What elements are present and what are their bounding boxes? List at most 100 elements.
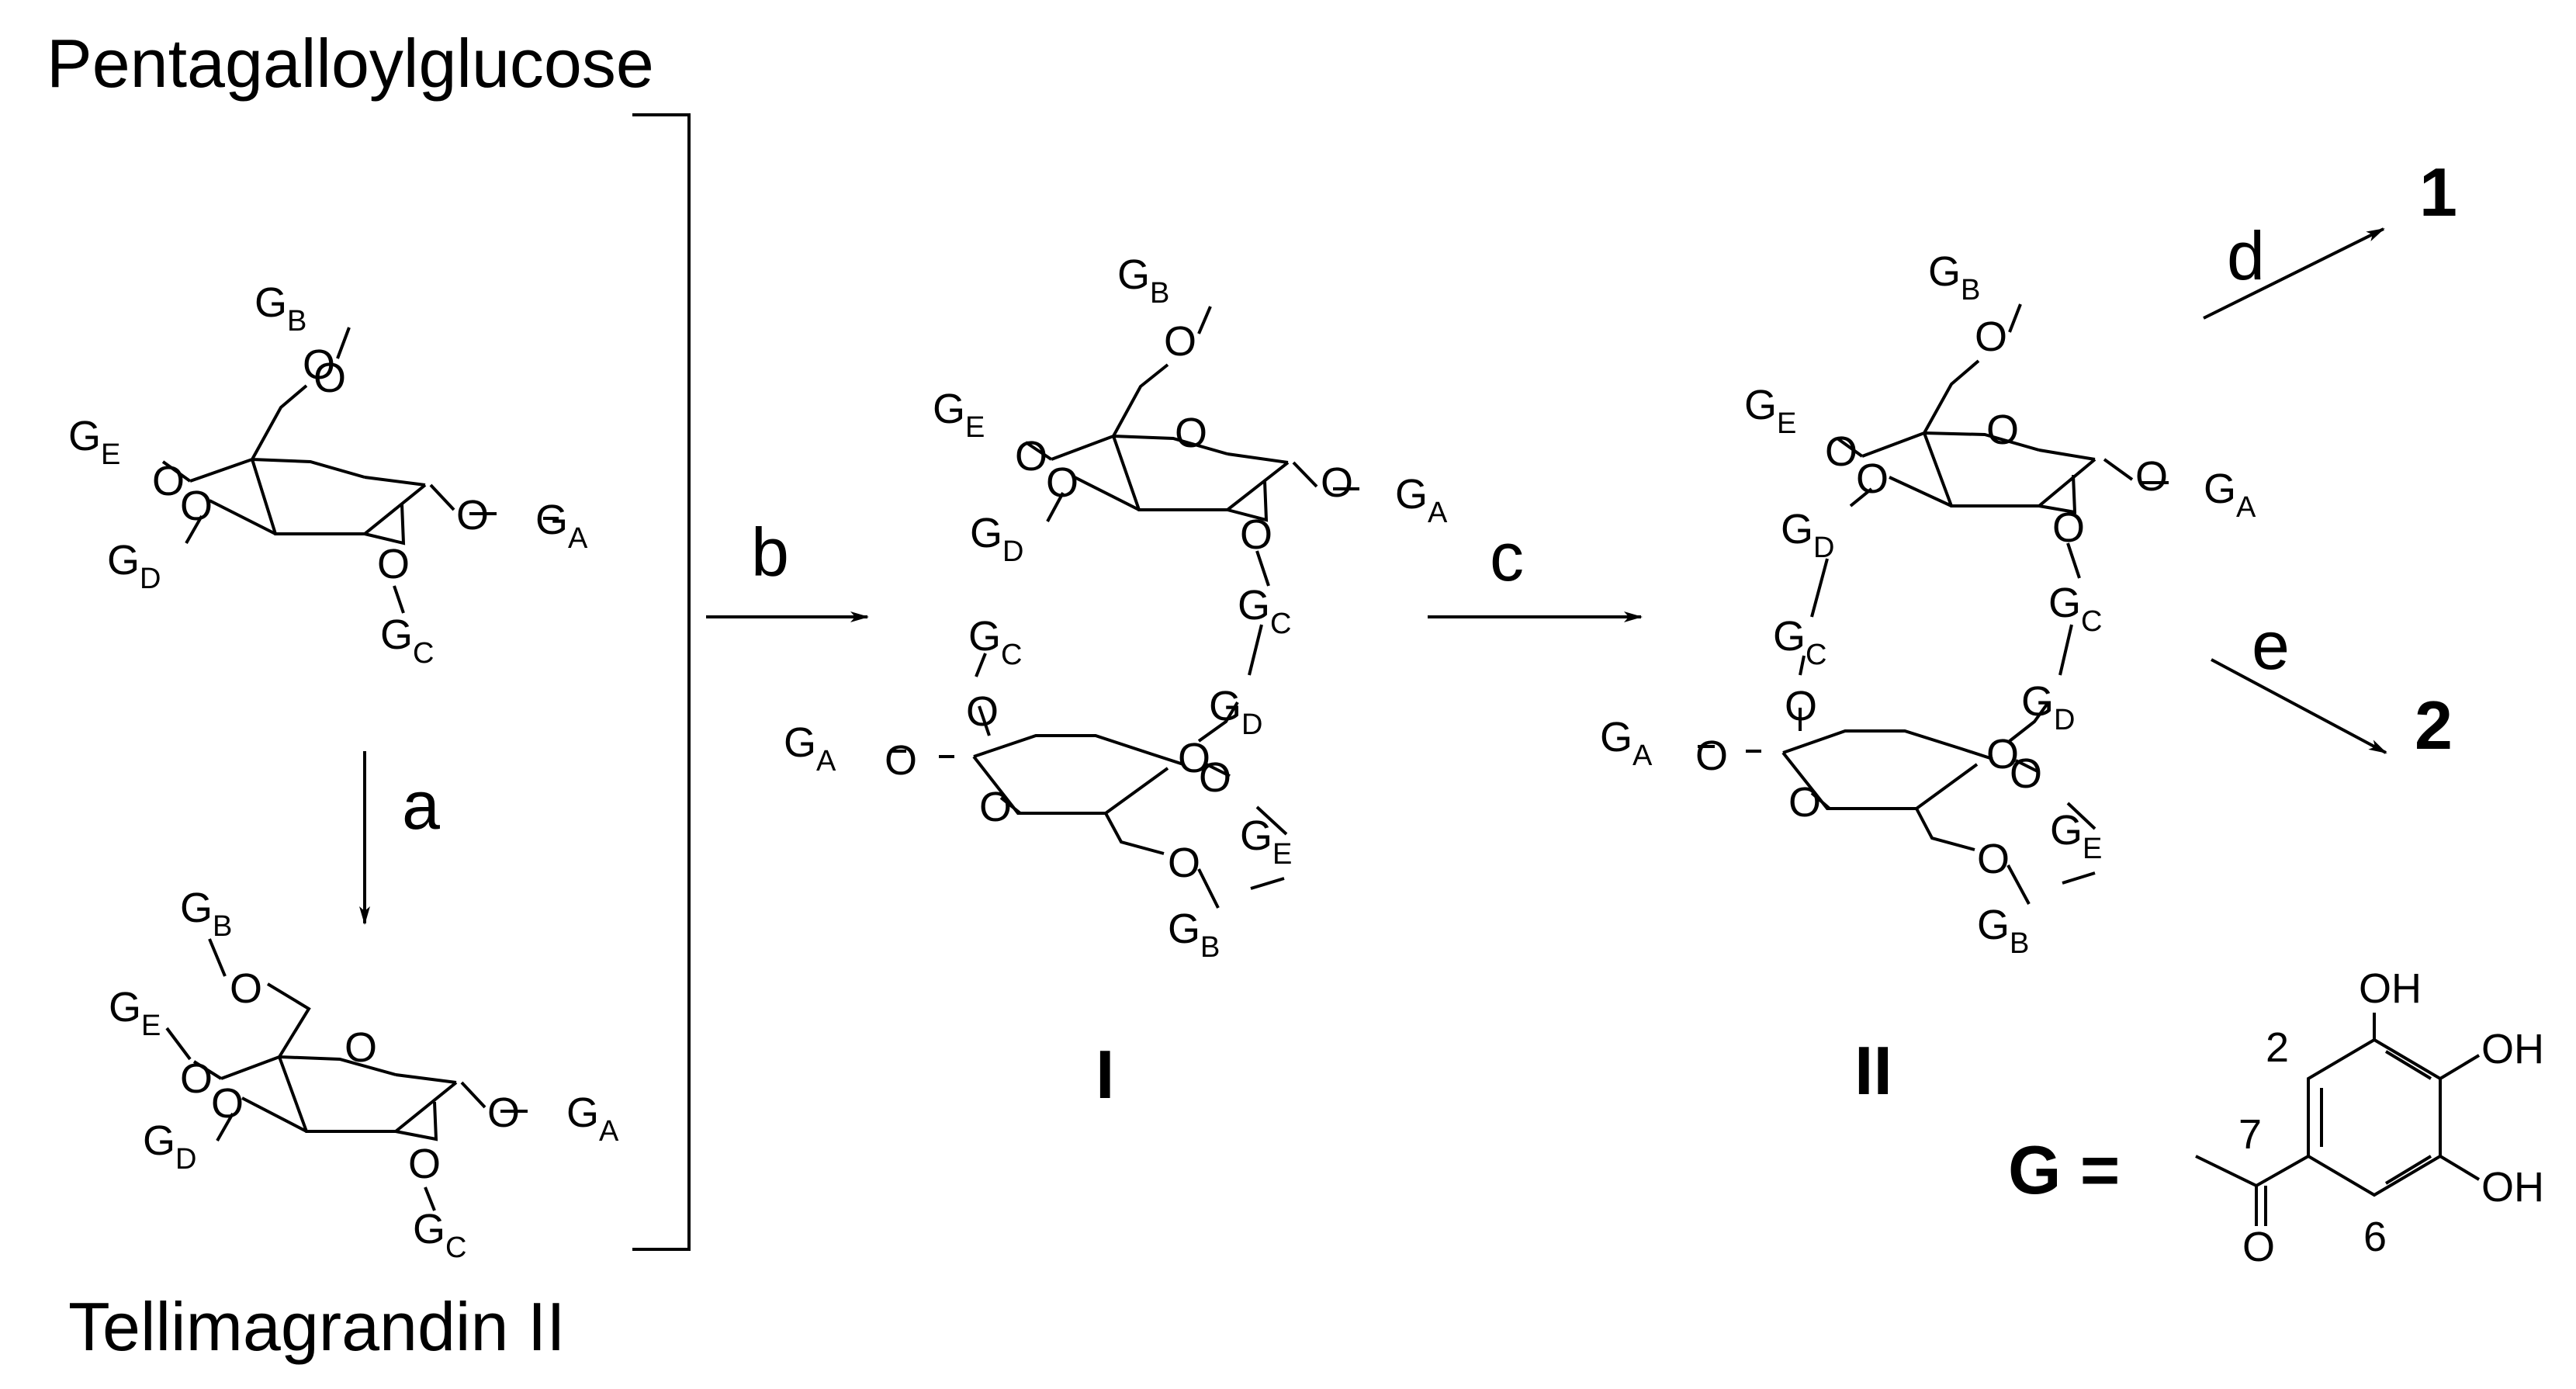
oxygen-lower-1: O <box>2010 750 2042 797</box>
product-2: 2 <box>2415 687 2453 764</box>
galloyl-a: GA <box>535 497 588 555</box>
ring-oxygen-lower: O <box>1986 731 2019 778</box>
hydroxyl-bottom: OH <box>2481 1164 2544 1211</box>
oxygen-c: O <box>408 1141 441 1187</box>
oxygen-d-upper: O <box>1046 459 1079 506</box>
oxygen-e: O <box>152 458 185 504</box>
galloyl-b-upper: GB <box>1117 251 1169 310</box>
oxygen-a-upper: O <box>2135 453 2168 500</box>
galloyl-d-lower: GD <box>1209 683 1262 741</box>
bonds <box>165 938 528 1211</box>
oxygen-d: O <box>211 1080 244 1127</box>
galloyl-b: GB <box>180 885 232 943</box>
step-label-c: c <box>1490 518 1524 595</box>
bonds-bridges <box>1810 558 2073 743</box>
oxygen-b: O <box>303 341 335 388</box>
position-7: 7 <box>2238 1111 2262 1158</box>
step-label-e: e <box>2252 607 2290 684</box>
galloyl-a-lower: GA <box>1600 714 1653 772</box>
galloyl-d-lower: GD <box>2021 678 2075 736</box>
bracket <box>632 113 691 1251</box>
step-label-b: b <box>751 514 789 591</box>
oxygen-lower-6: O <box>1977 836 2010 882</box>
compound-title-tellimagrandin: Tellimagrandin II <box>68 1288 566 1365</box>
structure-tellimagrandin: O O O O O O GB GE GD GA GC <box>109 885 619 1264</box>
galloyl-b: GB <box>254 279 306 338</box>
oxygen-e: O <box>180 1055 213 1102</box>
arrow-e <box>2211 658 2387 754</box>
oxygen-d-upper: O <box>1856 455 1889 502</box>
oxygen-lower-4: O <box>979 784 1012 830</box>
compound-title-pentagalloylglucose: Pentagalloylglucose <box>47 25 654 102</box>
galloyl-d: GD <box>107 537 161 595</box>
bonds-upper <box>1836 303 2169 579</box>
oxygen-lower-a: O <box>1695 733 1728 779</box>
bonds-upper <box>1024 306 1359 587</box>
galloyl-d: GD <box>143 1117 196 1176</box>
carbonyl-oxygen: O <box>2242 1224 2275 1270</box>
oxygen-a-upper: O <box>1321 459 1353 506</box>
oxygen-b-upper: O <box>1164 318 1196 365</box>
position-6: 6 <box>2363 1214 2387 1260</box>
step-label-a: a <box>402 767 440 843</box>
oxygen-a: O <box>456 492 489 539</box>
oxygen-lower-a: O <box>885 737 917 784</box>
step-label-d: d <box>2227 217 2265 294</box>
galloyl-b-upper: GB <box>1928 248 1980 307</box>
galloyl-e-upper: GE <box>933 386 985 444</box>
oxygen-a: O <box>487 1089 520 1136</box>
ring-oxygen-upper: O <box>1175 410 1207 456</box>
galloyl-b-lower: GB <box>1977 902 2029 960</box>
product-1: 1 <box>2419 154 2457 230</box>
hydroxyl-top: OH <box>2359 965 2422 1012</box>
oxygen-e-upper: O <box>1825 428 1858 475</box>
galloyl-c-upper: GC <box>1238 582 1291 640</box>
ring-oxygen-upper: O <box>1986 407 2019 453</box>
oxygen-d: O <box>180 483 213 529</box>
galloyl-definition-label: G = <box>2008 1131 2120 1208</box>
oxygen-e-upper: O <box>1015 433 1047 480</box>
galloyl-e: GE <box>109 984 161 1042</box>
bonds-bridges <box>1197 624 1263 743</box>
hydroxyl-middle: OH <box>2481 1026 2544 1072</box>
structure-intermediate-2: O O O O O O O O O O O O GB GE GD GA GC G… <box>1600 248 2256 960</box>
galloyl-e: GE <box>68 413 120 471</box>
galloyl-definition: G = OH OH OH O 2 6 7 <box>2008 965 2544 1270</box>
label-intermediate-1: I <box>1096 1036 1114 1113</box>
ring-oxygen-lower: O <box>1178 735 1210 781</box>
galloyl-c: GC <box>413 1206 466 1264</box>
galloyl-a-upper: GA <box>2204 466 2256 524</box>
galloyl-d-upper: GD <box>1781 506 1834 564</box>
galloyl-c: GC <box>380 611 434 670</box>
arrow-d <box>2203 227 2385 320</box>
bonds-lower <box>1698 655 2096 905</box>
galloyl-d-upper: GD <box>970 510 1023 568</box>
bonds-lower <box>891 653 1288 909</box>
oxygen-b: O <box>230 965 262 1012</box>
oxygen-lower-c: O <box>1785 683 1817 729</box>
galloyl-c-lower: GC <box>1773 613 1826 671</box>
oxygen-lower-6: O <box>1168 840 1200 886</box>
oxygen-lower-1: O <box>1199 754 1231 801</box>
galloyl-e-lower: GE <box>1240 812 1292 871</box>
oxygen-lower-c: O <box>966 688 999 735</box>
bonds <box>161 327 559 614</box>
label-intermediate-2: II <box>1854 1032 1892 1109</box>
galloyl-a-upper: GA <box>1395 471 1448 529</box>
galloyl-c-upper: GC <box>2048 580 2102 638</box>
galloyl-a-lower: GA <box>784 719 836 778</box>
galloyl-b-lower: GB <box>1168 906 1220 964</box>
oxygen-b-upper: O <box>1975 313 2007 360</box>
oxygen-lower-4: O <box>1788 779 1821 826</box>
ring-oxygen: O <box>313 355 346 401</box>
ring-oxygen: O <box>345 1024 377 1071</box>
oxygen-c-upper: O <box>2052 504 2085 551</box>
oxygen-c-upper: O <box>1240 511 1272 558</box>
galloyl-bonds <box>2195 1013 2481 1226</box>
structure-intermediate-1: O O O O O O O O O O O O GB GE GD GA GC G… <box>784 251 1448 964</box>
position-2: 2 <box>2266 1024 2289 1071</box>
galloyl-e-upper: GE <box>1744 382 1796 440</box>
galloyl-e-lower: GE <box>2050 807 2102 865</box>
oxygen-c: O <box>377 541 410 587</box>
